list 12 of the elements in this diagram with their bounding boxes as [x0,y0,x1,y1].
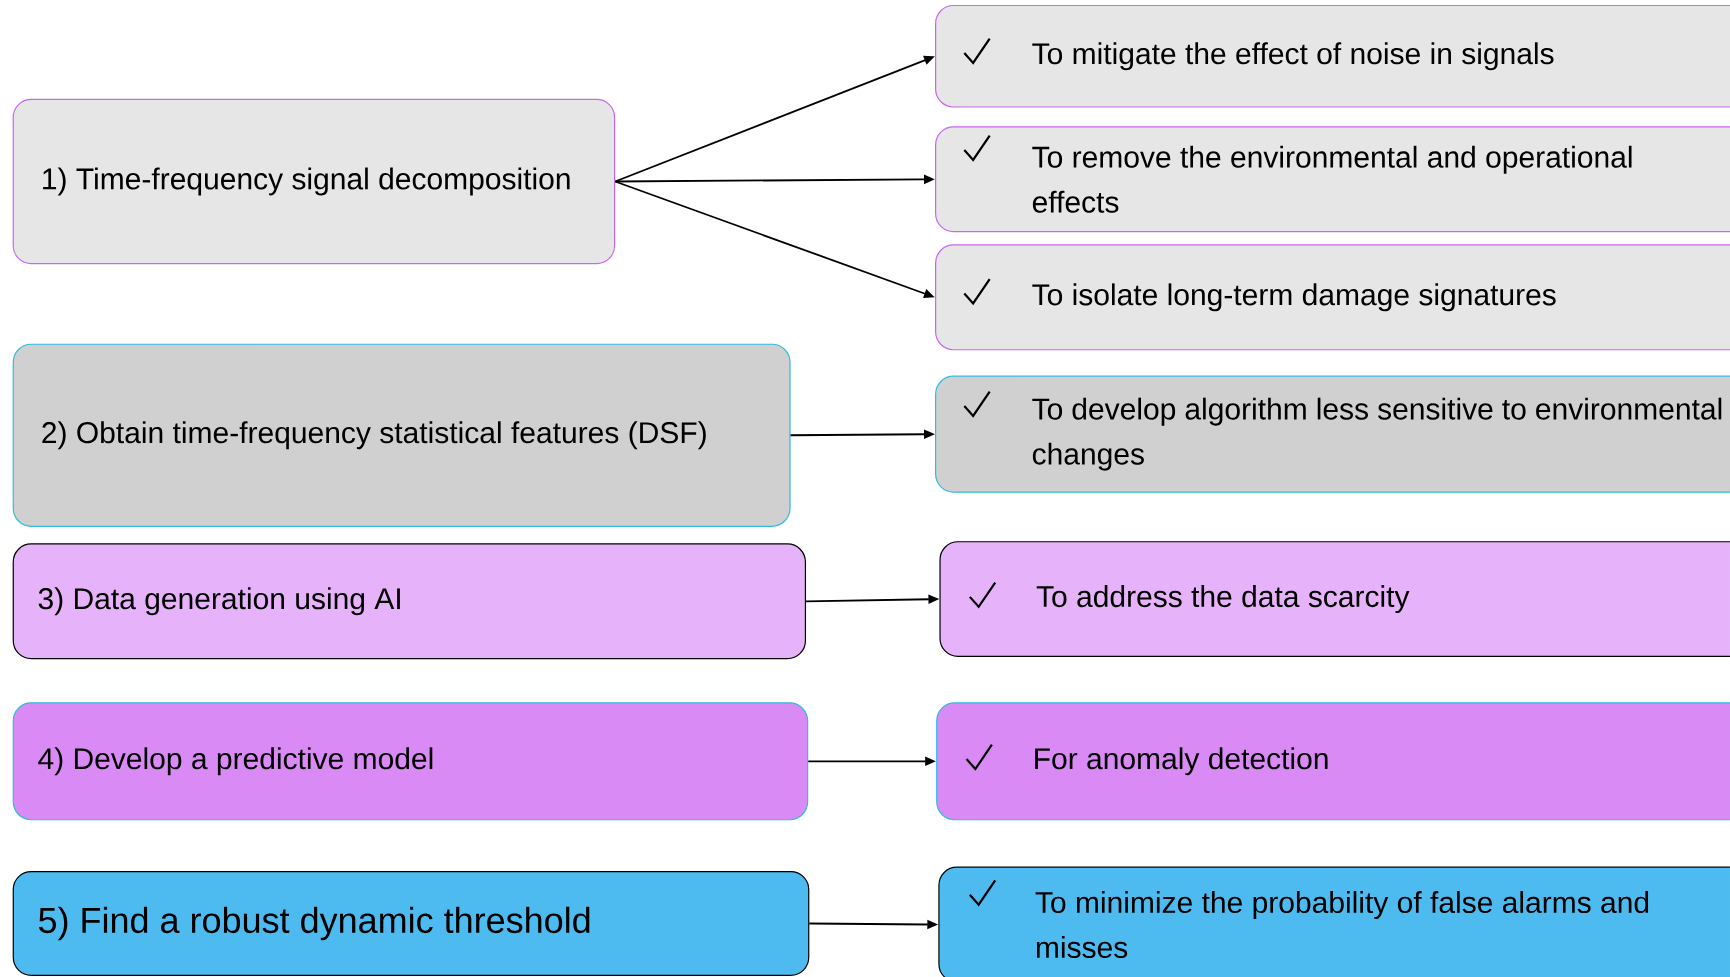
process-box: To develop algorithm less sensitive to environmental changes [935,375,1730,493]
process-box: 4) Develop a predictive model [12,702,809,821]
process-box: 3) Data generation using AI [12,543,807,660]
process-box: For anomaly detection [936,702,1730,821]
process-box: 5) Find a robust dynamic threshold [12,871,810,976]
process-box: 2) Obtain time-frequency statistical features (DSF) [12,343,791,527]
process-box: To remove the environmental and operational effects [935,126,1730,233]
process-box: To mitigate the effect of noise in signals [935,4,1730,108]
process-box: To isolate long-term damage signatures [935,244,1730,351]
process-box: To minimize the probability of false alarms and misses [938,866,1730,977]
process-box: To address the data scarcity [939,541,1730,658]
process-box: 1) Time-frequency signal decomposition [12,98,616,265]
